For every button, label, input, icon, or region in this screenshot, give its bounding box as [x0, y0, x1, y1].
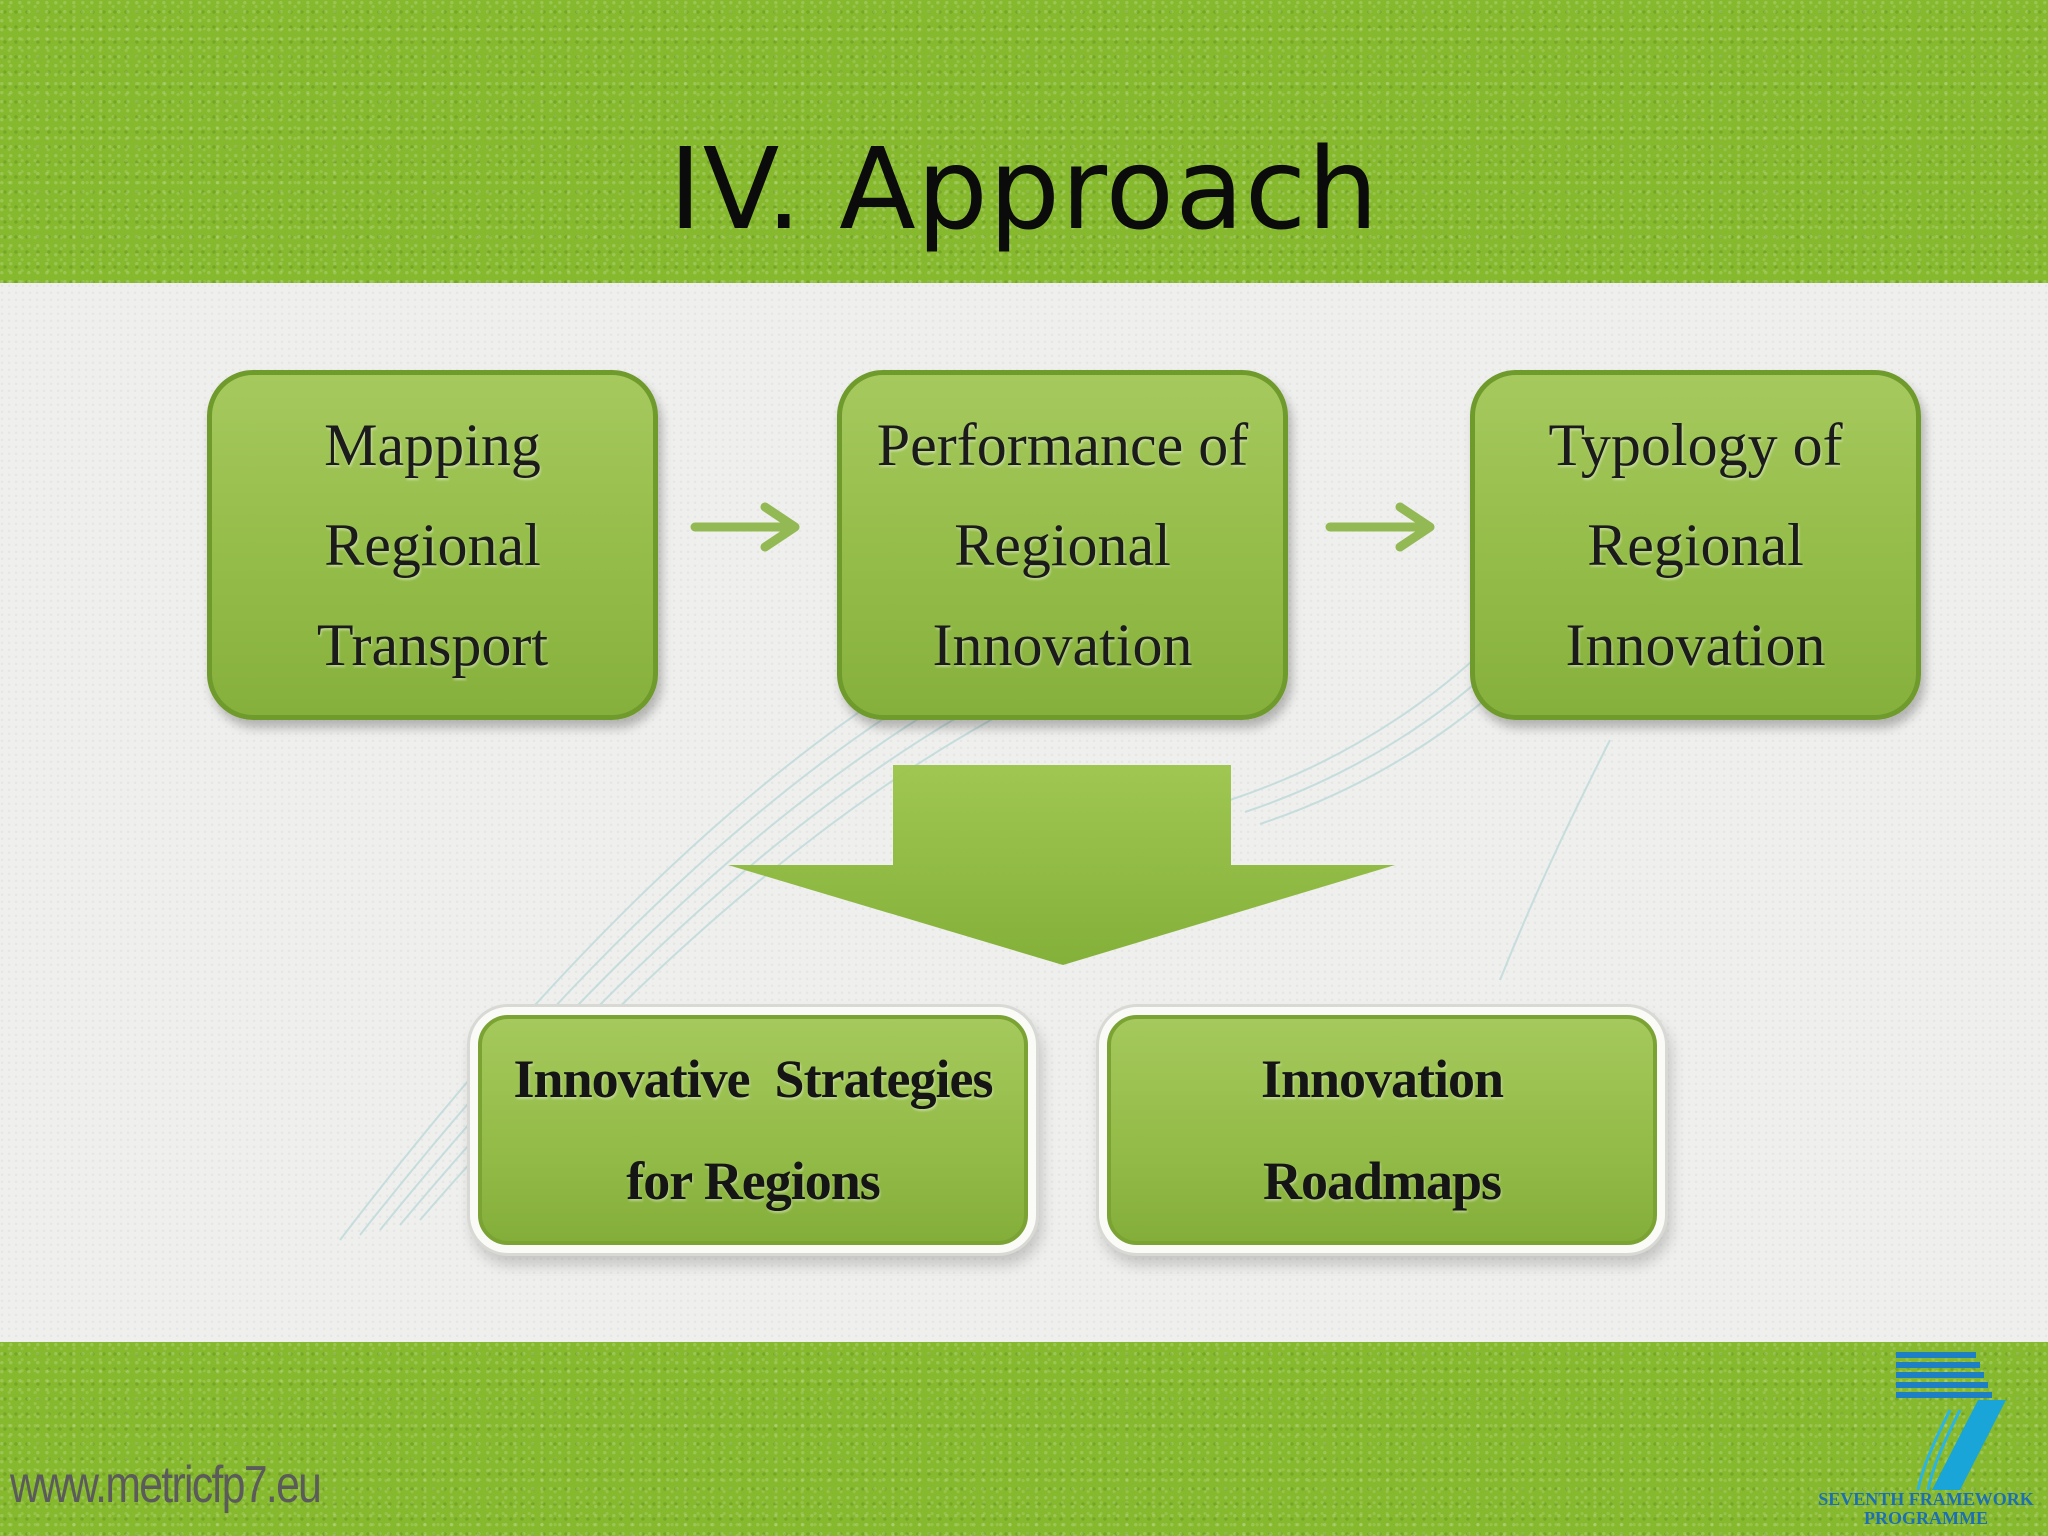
step-1-line-2: Regional	[324, 512, 541, 578]
header-band	[0, 0, 2048, 283]
fp7-logo-icon	[1896, 1352, 2006, 1491]
step-1-line-3: Transport	[316, 612, 549, 678]
step-3-line-1: Typology of	[1548, 412, 1843, 478]
footer-website-link[interactable]: www.metricfp7.eu	[10, 1456, 322, 1514]
step-2-line-2: Regional	[954, 512, 1171, 578]
outcome-2-line-1: Innovation	[1260, 1049, 1504, 1109]
fp7-logo-text-line-2: PROGRAMME	[1864, 1508, 1988, 1528]
step-box-mapping-regional-transport: Mapping Regional Transport	[207, 370, 658, 720]
outcome-1-line-1: Innovative Strategies	[513, 1049, 994, 1109]
step-3-line-3: Innovation	[1565, 612, 1826, 678]
fp7-logo-text: SEVENTH FRAMEWORK PROGRAMME	[1808, 1490, 2044, 1528]
outcome-box-innovative-strategies: Innovative Strategies for Regions	[478, 1015, 1028, 1245]
step-box-typology-regional-innovation: Typology of Regional Innovation	[1470, 370, 1921, 720]
slide-title: IV. Approach	[668, 125, 1380, 255]
step-1-line-1: Mapping	[324, 412, 541, 478]
step-2-line-3: Innovation	[932, 612, 1193, 678]
fp7-logo-text-line-1: SEVENTH FRAMEWORK	[1818, 1489, 2034, 1509]
step-box-performance-regional-innovation: Performance of Regional Innovation	[837, 370, 1288, 720]
footer-band	[0, 1342, 2048, 1536]
step-2-line-1: Performance of	[876, 412, 1249, 478]
outcome-1-line-2: for Regions	[626, 1151, 880, 1211]
outcome-box-innovation-roadmaps: Innovation Roadmaps	[1107, 1015, 1657, 1245]
step-3-line-2: Regional	[1587, 512, 1804, 578]
outcome-2-line-2: Roadmaps	[1262, 1151, 1502, 1211]
